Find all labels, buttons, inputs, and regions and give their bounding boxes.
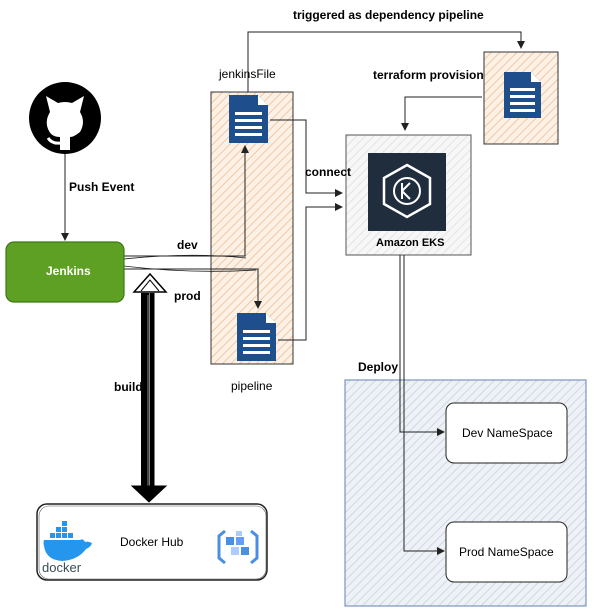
docker-icon bbox=[43, 521, 92, 561]
artifact-registry-icon bbox=[217, 529, 259, 565]
docker-logo-text: docker bbox=[42, 560, 82, 575]
deploy-label: Deploy bbox=[358, 360, 399, 374]
push-event-label: Push Event bbox=[69, 180, 135, 194]
document-icon bbox=[237, 313, 276, 361]
dev-namespace-label: Dev NameSpace bbox=[462, 426, 553, 440]
jenkins-box[interactable] bbox=[5, 241, 125, 303]
eks-label: Amazon EKS bbox=[376, 237, 445, 249]
dev-namespace-box[interactable] bbox=[445, 402, 568, 464]
github-icon bbox=[29, 82, 101, 154]
prod-namespace-label: Prod NameSpace bbox=[459, 545, 554, 559]
connect-arrow-dev bbox=[270, 119, 343, 197]
docker-hub-box[interactable] bbox=[36, 503, 268, 581]
jenkins-label[interactable]: Jenkins bbox=[46, 264, 91, 278]
connect-label: connect bbox=[305, 165, 352, 179]
terraform-label: terraform provision bbox=[373, 68, 484, 82]
document-icon bbox=[504, 72, 541, 118]
triggered-arrow bbox=[247, 31, 525, 92]
docker-hub-label: Docker Hub bbox=[120, 535, 184, 549]
prod-namespace-box[interactable] bbox=[445, 521, 568, 583]
deploy-arrow-dev bbox=[399, 255, 445, 436]
connect-arrow-prod bbox=[278, 203, 343, 341]
eks-icon bbox=[368, 153, 446, 231]
build-label: build bbox=[114, 380, 143, 394]
terraform-arrow bbox=[401, 96, 482, 131]
deploy-arrow-prod bbox=[403, 255, 445, 555]
prod-label: prod bbox=[174, 289, 201, 303]
document-icon bbox=[229, 95, 268, 143]
jenkinsfile-label: jenkinsFile bbox=[219, 67, 276, 81]
build-arrow bbox=[130, 272, 168, 503]
prod-arrow bbox=[124, 268, 262, 309]
dev-label: dev bbox=[177, 238, 198, 252]
pipeline-label: pipeline bbox=[231, 379, 273, 393]
triggered-label: triggered as dependency pipeline bbox=[293, 8, 484, 22]
